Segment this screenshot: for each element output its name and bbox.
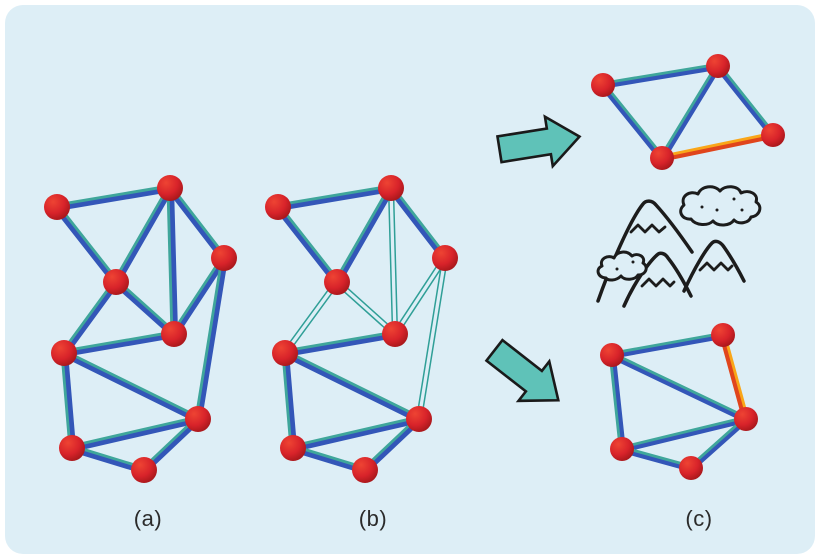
graph-edge-core — [599, 84, 663, 162]
graph-edge-core — [601, 65, 721, 89]
graph-node — [610, 437, 634, 461]
graph-edge-core — [166, 186, 226, 262]
graph-edge-core — [54, 187, 173, 212]
network-figure-svg — [44, 54, 785, 483]
graph-node — [161, 321, 187, 347]
graph-node — [711, 323, 735, 347]
graph-edge-core — [661, 64, 722, 161]
graph-edge-core — [690, 418, 750, 472]
graph-edge-core — [336, 186, 395, 286]
graph-c-top — [591, 54, 785, 170]
label-c: (c) — [685, 506, 713, 531]
graph-node — [734, 407, 758, 431]
graph-node — [51, 340, 77, 366]
graph-node — [406, 406, 432, 432]
graph-edge-core — [197, 255, 229, 422]
cloud-dot — [732, 197, 736, 201]
graph-edge-core — [387, 186, 447, 262]
graph-edge-core — [173, 256, 228, 338]
graph-node — [157, 175, 183, 201]
label-a: (a) — [133, 506, 163, 531]
graph-edge-core — [169, 185, 179, 337]
graph-edge-core — [63, 280, 120, 357]
graph-node — [131, 457, 157, 483]
graph-node — [650, 146, 674, 170]
virtual-link-line — [420, 257, 449, 421]
graph-node — [211, 245, 237, 271]
mountains-doodle — [596, 185, 762, 308]
graph-edge-core — [112, 280, 176, 338]
virtual-link-line — [392, 255, 444, 334]
shortcut-edge-core — [660, 134, 776, 162]
figure-panel: (a) (b) (c) — [5, 5, 815, 554]
graph-node — [591, 73, 615, 97]
snow-zigzag — [698, 261, 734, 272]
graph-node — [382, 321, 408, 347]
graph-node — [280, 435, 306, 461]
graph-edge-core — [115, 186, 174, 286]
cloud-dot — [740, 208, 744, 212]
snow-zigzag — [629, 223, 667, 234]
graph-node — [679, 456, 703, 480]
cloud-dot — [700, 205, 704, 209]
graph-edge-core — [274, 205, 339, 286]
graph-b — [265, 175, 458, 483]
label-b: (b) — [358, 506, 388, 531]
graph-node — [272, 340, 298, 366]
cloud-dot — [715, 208, 719, 212]
graph-node — [324, 269, 350, 295]
graph-node — [103, 269, 129, 295]
mountain-outline — [682, 239, 746, 293]
cloud-dot — [631, 260, 635, 264]
down-right-arrow-icon — [484, 338, 560, 403]
graph-edge-core — [610, 334, 726, 359]
graph-edge-core — [53, 205, 118, 286]
graph-edge-core — [291, 418, 422, 453]
shortcut-edge-core — [719, 333, 747, 422]
right-arrow-icon — [495, 114, 582, 170]
cloud-dot — [615, 267, 619, 271]
graph-node — [432, 245, 458, 271]
graph-edge-core — [611, 352, 626, 451]
graph-node — [352, 457, 378, 483]
virtual-link-line — [334, 283, 395, 337]
graph-edge-core — [620, 418, 749, 453]
graph-node — [378, 175, 404, 201]
graph-c-bottom — [600, 323, 758, 480]
graph-edge-core — [60, 352, 200, 423]
graph-node — [44, 194, 70, 220]
graph-node — [265, 194, 291, 220]
graph-node — [185, 406, 211, 432]
graph-edge-core — [275, 187, 394, 212]
graph-edge-core — [61, 333, 177, 358]
virtual-link-line — [415, 256, 444, 420]
graph-a — [44, 175, 237, 483]
virtual-link-line — [396, 258, 448, 337]
cloud-outline — [596, 250, 648, 282]
graph-node — [761, 123, 785, 147]
graph-edge-core — [284, 350, 298, 451]
virtual-link-line — [387, 187, 394, 335]
snow-zigzag — [640, 277, 676, 288]
graph-edge-core — [282, 333, 398, 358]
virtual-link-line — [337, 279, 398, 333]
graph-node — [600, 343, 624, 367]
virtual-link-line — [392, 187, 399, 335]
graph-edge-core — [281, 352, 421, 423]
graph-edge-core — [63, 350, 77, 451]
graph-node — [706, 54, 730, 78]
graph-edge-core — [70, 418, 201, 453]
cloud-outline — [679, 185, 762, 227]
graph-edge-core — [714, 65, 774, 139]
graph-edge-core — [619, 448, 693, 472]
virtual-link-line — [286, 282, 340, 356]
graph-edge-core — [609, 354, 748, 423]
mountain-outline — [596, 199, 694, 303]
virtual-link-line — [282, 279, 336, 353]
graph-node — [59, 435, 85, 461]
